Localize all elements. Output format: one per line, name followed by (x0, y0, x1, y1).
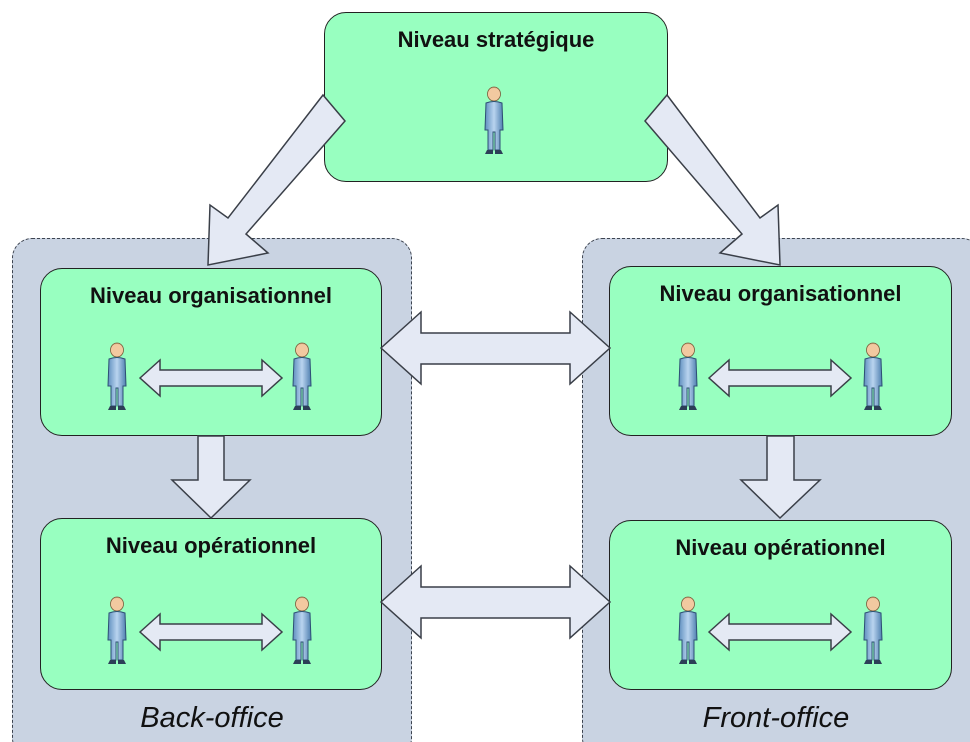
op-double-arrow (379, 564, 612, 640)
front-operational-level-title: Niveau opérationnel (675, 535, 886, 560)
back-organizational-level-title: Niveau organisationnel (89, 283, 333, 308)
front-organizational-level-box: Niveau organisationnel (609, 266, 952, 436)
org-double-arrow (379, 310, 612, 386)
back-organizational-level-box: Niveau organisationnel (40, 268, 382, 436)
back-operational-level-box: Niveau opérationnel (40, 518, 382, 690)
front-office-label: Front-office (702, 702, 850, 734)
front-organizational-level-title: Niveau organisationnel (659, 281, 902, 306)
front-operational-level-box: Niveau opérationnel (609, 520, 952, 690)
strategic-level-box: Niveau stratégique (324, 12, 668, 182)
strategic-level-title: Niveau stratégique (397, 27, 595, 52)
back-office-label: Back-office (140, 702, 284, 734)
back-operational-level-title: Niveau opérationnel (105, 533, 317, 558)
